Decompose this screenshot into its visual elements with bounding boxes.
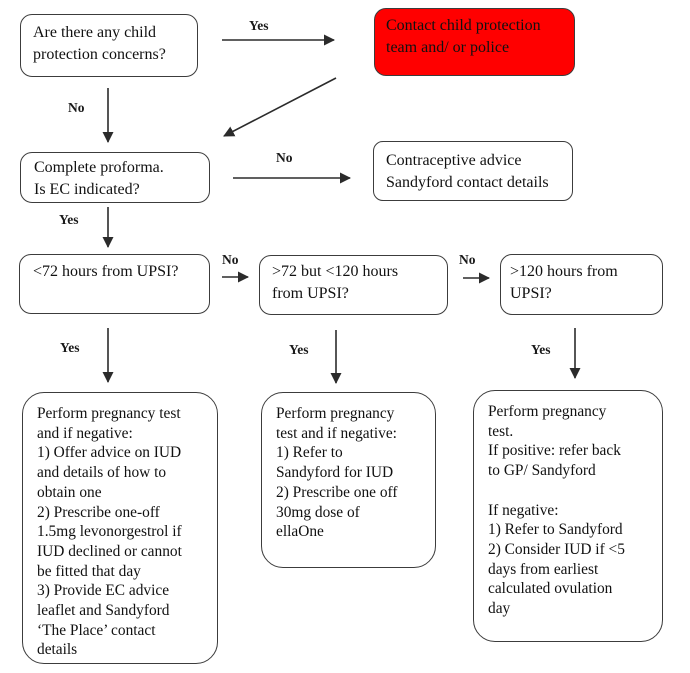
edge-label-over120-yes: Yes <box>531 342 551 357</box>
complete-proforma-node: Complete proforma. Is EC indicated? <box>20 152 210 203</box>
action-72-120-node: Perform pregnancy test and if negative: … <box>261 392 436 568</box>
edge-label-under72-no: No <box>222 252 239 267</box>
edge-label-ec-indicated: Yes <box>59 212 79 227</box>
contraceptive-advice-node: Contraceptive advice Sandyford contact d… <box>373 141 573 201</box>
edge-label-between-yes: Yes <box>289 342 309 357</box>
edge-label-concerns-no: No <box>68 100 85 115</box>
action-under-72-node: Perform pregnancy test and if negative: … <box>22 392 218 664</box>
contact-protection-node: Contact child protection team and/ or po… <box>374 8 575 76</box>
edge-label-between-no: No <box>459 252 476 267</box>
edge-label-ec-not-indicated: No <box>276 150 293 165</box>
edge-label-concerns-yes: Yes <box>249 18 269 33</box>
between-72-120-hours-node: >72 but <120 hours from UPSI? <box>259 255 448 315</box>
arrow-contact-to-proforma <box>223 77 337 137</box>
child-protection-question-node: Are there any child protection concerns? <box>20 14 198 77</box>
under-72-hours-node: <72 hours from UPSI? <box>19 254 210 314</box>
edge-label-under72-yes: Yes <box>60 340 80 355</box>
over-120-hours-node: >120 hours from UPSI? <box>500 254 663 315</box>
action-over-120-node: Perform pregnancy test. If positive: ref… <box>473 390 663 642</box>
